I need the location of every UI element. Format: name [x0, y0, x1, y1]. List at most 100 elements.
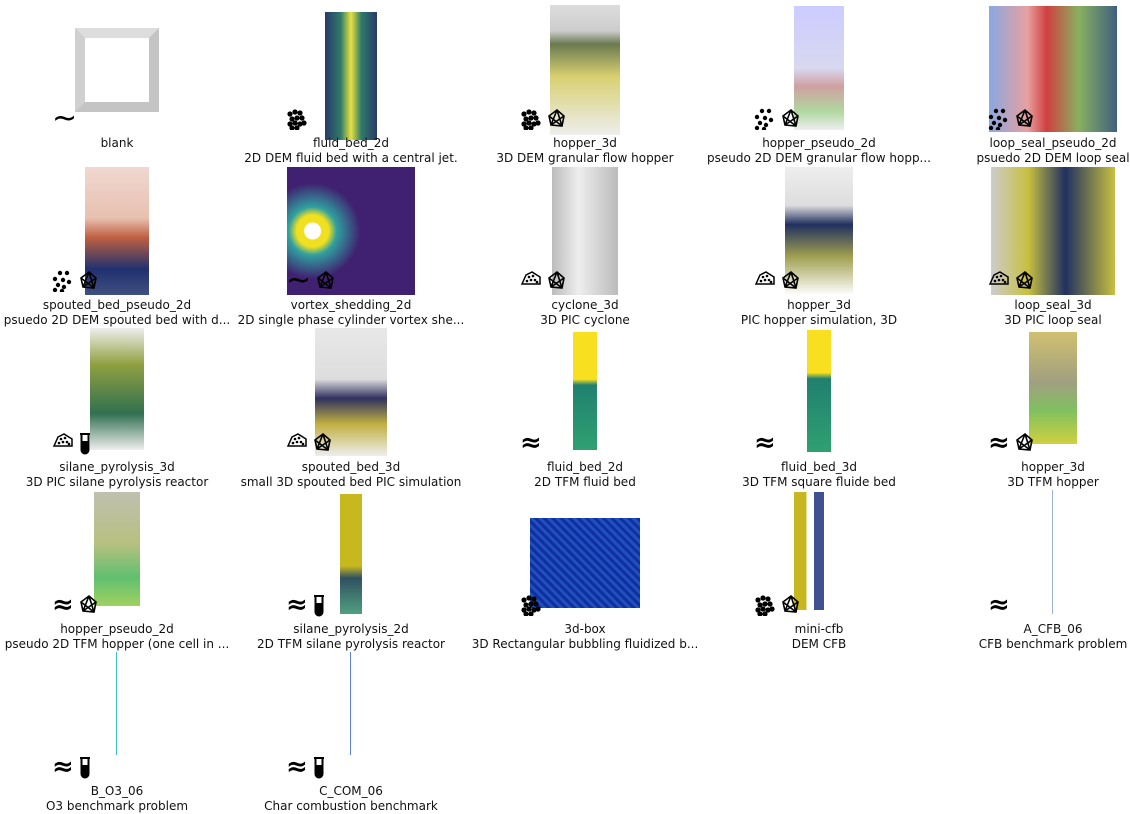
connector-line	[1052, 490, 1053, 614]
solver-icons	[754, 594, 800, 617]
template-name: hopper_pseudo_2d	[60, 622, 174, 636]
template-thumbnail	[287, 167, 415, 295]
template-name: fluid_bed_3d	[781, 460, 857, 474]
solver-icons	[520, 270, 566, 292]
template-description: O3 benchmark problem	[45, 799, 189, 813]
tfm-icon: ≈	[286, 590, 308, 620]
solver-icons	[520, 108, 566, 131]
template-description: 3D TFM hopper	[1007, 475, 1099, 489]
template-thumbnail	[785, 167, 853, 295]
solver-icons: ≈	[286, 590, 326, 620]
chemistry-icon	[312, 756, 326, 779]
solver-icons	[520, 594, 542, 617]
mesh-icon	[1014, 108, 1034, 130]
solver-icons: ≈	[754, 428, 776, 458]
tfm-icon: ≈	[754, 428, 776, 458]
mesh-icon	[78, 270, 98, 292]
template-thumbnail	[1029, 332, 1077, 444]
template-name: spouted_bed_pseudo_2d	[42, 298, 192, 312]
solver-icons: ≈	[52, 590, 98, 620]
template-thumbnail	[325, 12, 377, 140]
template-thumbnail	[75, 28, 159, 112]
template-thumbnail	[90, 328, 144, 450]
mesh-icon	[1014, 270, 1034, 292]
template-name: hopper_3d	[787, 298, 851, 312]
tfm-icon: ≈	[520, 428, 542, 458]
template-name: mini-cfb	[794, 622, 844, 636]
template-name: silane_pyrolysis_3d	[59, 460, 175, 474]
template-name: 3d-box	[564, 622, 606, 636]
template-description: pseudo 2D DEM granular flow hopp...	[706, 151, 931, 165]
template-thumbnail	[315, 328, 387, 456]
solver-icons: ≈	[988, 430, 1034, 456]
template-description: 3D TFM square fluide bed	[742, 475, 896, 489]
template-name: blank	[100, 136, 134, 150]
template-description: DEM CFB	[791, 637, 847, 651]
template-name: vortex_shedding_2d	[290, 298, 412, 312]
mesh-icon	[546, 270, 566, 292]
template-thumbnail	[573, 332, 597, 450]
chemistry-icon	[312, 594, 326, 617]
mesh-icon	[1014, 432, 1034, 454]
tfm-icon: ≈	[52, 590, 74, 620]
template-description: 3D PIC cyclone	[540, 313, 630, 327]
solver-icons	[988, 108, 1034, 132]
single-phase-icon: ~	[52, 101, 78, 136]
dem-sparse-icon	[52, 270, 74, 294]
solver-icons: ≈	[520, 428, 542, 458]
template-description: Char combustion benchmark	[264, 799, 438, 813]
dem-icon	[520, 108, 542, 131]
template-description: 3D Rectangular bubbling fluidized b...	[471, 637, 699, 651]
connector-line	[350, 652, 351, 755]
template-name: spouted_bed_3d	[301, 460, 401, 474]
template-item[interactable]: ~ blank	[0, 0, 234, 162]
solver-icons: ≈	[286, 754, 326, 780]
template-thumbnail	[552, 167, 618, 295]
template-description: 3D DEM granular flow hopper	[496, 151, 674, 165]
solver-icons	[988, 270, 1034, 292]
template-thumbnail	[989, 6, 1117, 132]
template-name: cyclone_3d	[551, 298, 619, 312]
template-name: fluid_bed_2d	[313, 136, 389, 150]
mesh-icon	[780, 108, 800, 130]
template-description: pseudo 2D TFM hopper (one cell in ...	[4, 637, 230, 651]
solver-icons	[754, 108, 800, 132]
solver-icons	[52, 432, 92, 455]
template-thumbnail	[85, 167, 149, 295]
dem-sparse-icon	[754, 108, 776, 132]
template-description: 3D PIC loop seal	[1004, 313, 1102, 327]
mesh-icon	[78, 594, 98, 616]
template-name: A_CFB_06	[1023, 622, 1083, 636]
template-description: psuedo 2D DEM loop seal	[976, 151, 1130, 165]
template-name: loop_seal_3d	[1014, 298, 1092, 312]
mesh-icon	[546, 108, 566, 130]
template-thumbnail	[794, 492, 844, 610]
pic-icon	[52, 432, 74, 454]
pic-icon	[988, 270, 1010, 292]
template-description: 2D TFM silane pyrolysis reactor	[257, 637, 445, 651]
template-description: psuedo 2D DEM spouted bed with d...	[3, 313, 231, 327]
tfm-icon: ≈	[988, 590, 1010, 620]
template-description: PIC hopper simulation, 3D	[740, 313, 898, 327]
